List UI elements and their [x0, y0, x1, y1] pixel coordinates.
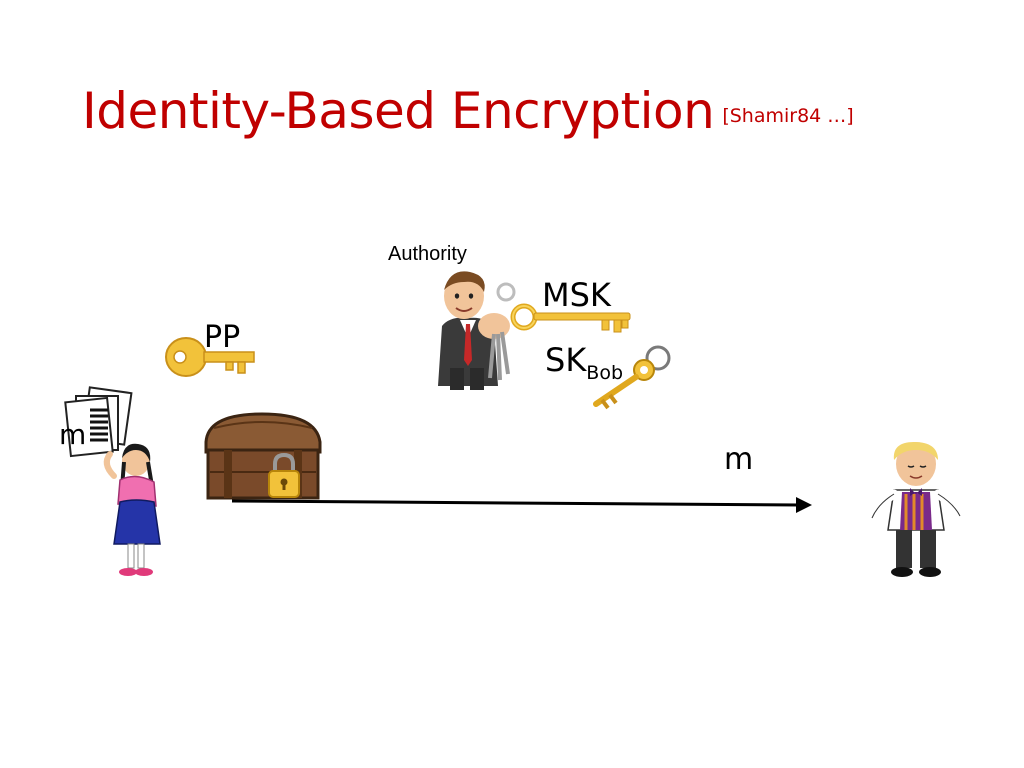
master-key-icon — [510, 303, 631, 333]
sk-subscript: Bob — [586, 362, 624, 384]
msk-label: MSK — [542, 276, 611, 314]
alice-figure — [103, 443, 161, 576]
slide-title: Identity-Based Encryption [Shamir84 …] — [82, 82, 854, 140]
public-params-key-icon — [165, 337, 255, 377]
documents-icon — [64, 386, 133, 458]
sk-text: SK — [545, 341, 587, 379]
pp-label: PP — [204, 320, 241, 355]
sk-bob-label: SKBob — [545, 341, 623, 384]
bob-secret-key-icon — [593, 345, 671, 410]
authority-figure — [438, 271, 516, 390]
title-citation: [Shamir84 …] — [722, 105, 854, 127]
padlock-icon — [268, 452, 300, 498]
bob-figure — [867, 442, 965, 577]
title-text: Identity-Based Encryption — [82, 82, 715, 140]
authority-label: Authority — [388, 243, 467, 265]
message-label-sender: m — [59, 418, 87, 451]
message-label-received: m — [724, 442, 754, 477]
